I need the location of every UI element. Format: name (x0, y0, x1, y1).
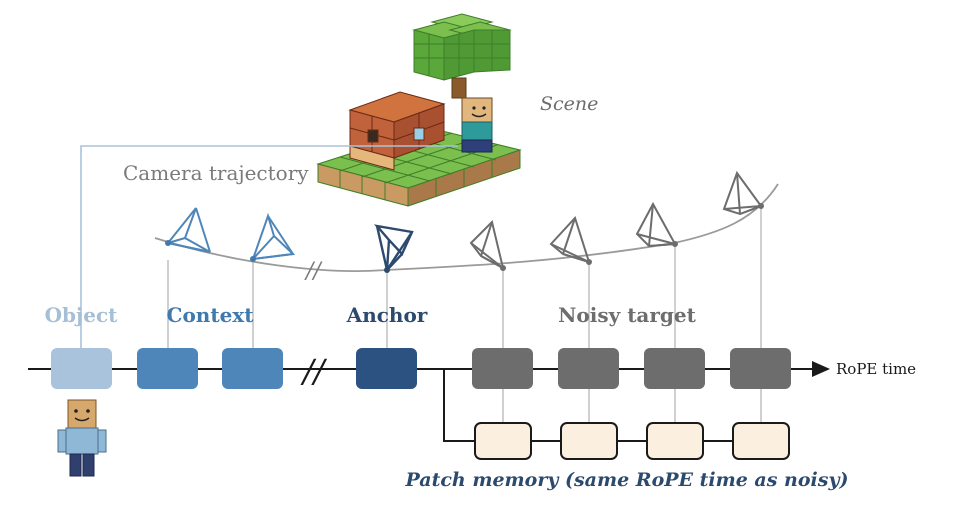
context-token-1 (137, 348, 198, 389)
tree-canopy (412, 13, 512, 81)
noisy-target-token-3 (644, 348, 705, 389)
noisy-target-token-1 (472, 348, 533, 389)
object-character (57, 399, 107, 477)
anchor-token (356, 348, 417, 389)
axis-break-mark: // (300, 352, 328, 390)
scene-house (348, 91, 446, 171)
camera-frustum-noisy-3 (635, 201, 678, 248)
noisy-target-token-2 (558, 348, 619, 389)
rope-time-label: RoPE time (836, 360, 916, 378)
patch-memory-caption: Patch memory (same RoPE time as noisy) (404, 469, 848, 491)
scene-label: Scene (540, 93, 598, 115)
scene-illustration (316, 13, 522, 207)
context-label: Context (167, 303, 255, 327)
camera-frustum-noisy-2 (549, 216, 592, 265)
noisy-target-token-4 (730, 348, 791, 389)
patch-memory-token-2 (560, 422, 618, 460)
vertical-connectors (167, 206, 762, 425)
object-label: Object (45, 303, 119, 327)
camera-frustum-noisy-1 (469, 220, 506, 271)
trajectory-break-mark: // (304, 259, 323, 284)
patch-memory-token-3 (646, 422, 704, 460)
anchor-label: Anchor (346, 303, 428, 327)
camera-frustum-anchor (373, 224, 414, 273)
camera-trajectory-label: Camera trajectory (123, 161, 309, 185)
camera-trajectory-curve (154, 183, 779, 272)
object-scene-connector (80, 145, 458, 348)
context-token-2 (222, 348, 283, 389)
noisy-target-label: Noisy target (558, 303, 697, 327)
patch-memory-token-1 (474, 422, 532, 460)
camera-frustum-context-1 (165, 207, 211, 253)
object-token (51, 348, 112, 389)
scene-character (461, 97, 493, 153)
camera-frustum-context-2 (250, 212, 296, 262)
tree-trunk (451, 77, 467, 99)
camera-frustum-noisy-4 (722, 170, 764, 216)
patch-memory-token-4 (732, 422, 790, 460)
patch-memory-branch (437, 368, 733, 442)
